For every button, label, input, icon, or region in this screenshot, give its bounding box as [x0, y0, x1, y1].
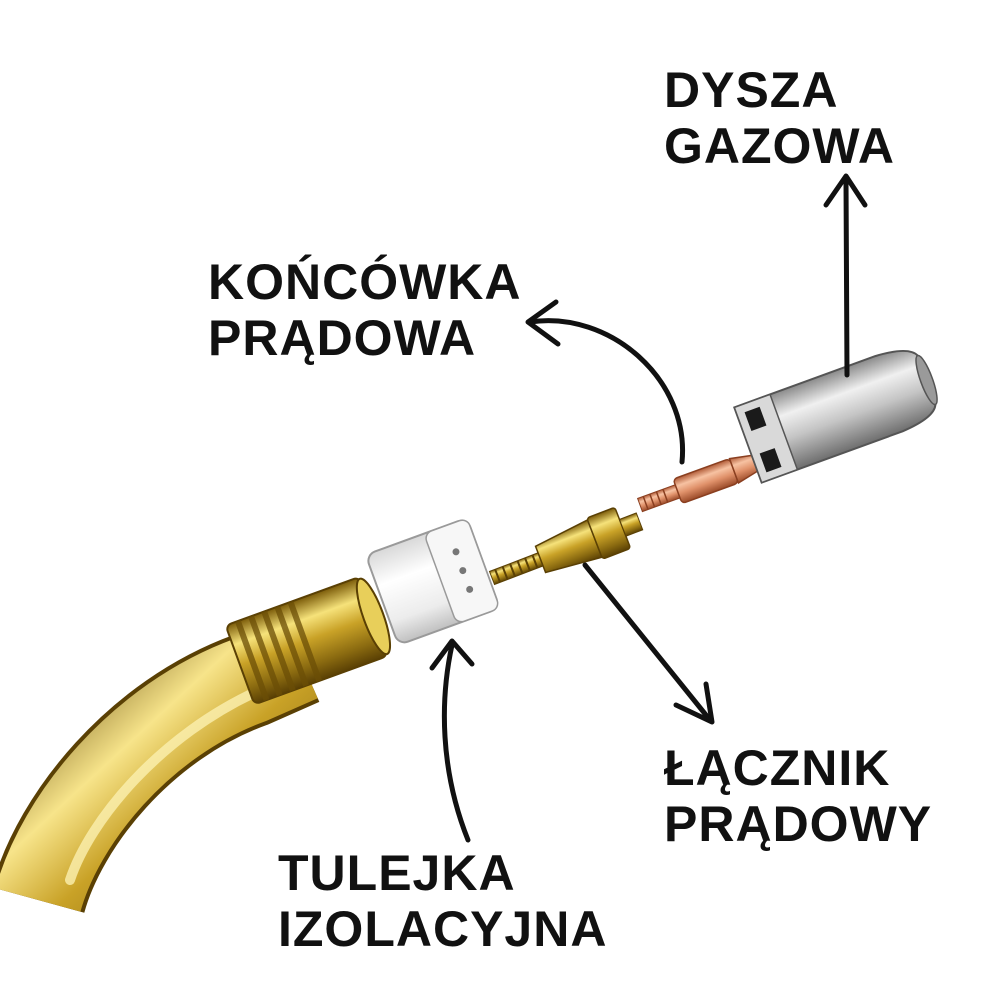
label-contact-tip: KOŃCÓWKA PRĄDOWA	[208, 254, 522, 366]
neck-threaded-body	[226, 577, 392, 704]
label-insulator-line2: IZOLACYJNA	[278, 901, 608, 957]
gas-nozzle	[733, 349, 938, 484]
insulating-sleeve	[367, 519, 499, 644]
contact-tip	[636, 454, 761, 513]
label-tip-holder-line2: PRĄDOWY	[664, 796, 933, 852]
label-gas-nozzle: DYSZA GAZOWA	[664, 62, 895, 174]
torch-neck	[0, 614, 320, 914]
label-insulator-line1: TULEJKA	[278, 845, 516, 901]
tip-holder	[488, 507, 644, 586]
label-tip-holder-line1: ŁĄCZNIK	[664, 740, 891, 796]
arrows	[429, 173, 868, 843]
label-gas-nozzle-line1: DYSZA	[664, 62, 839, 118]
label-contact-tip-line2: PRĄDOWA	[208, 310, 477, 366]
label-insulator: TULEJKA IZOLACYJNA	[278, 845, 607, 957]
arrow-contact-tip	[525, 299, 686, 465]
arrow-tip-holder	[582, 562, 715, 725]
label-gas-nozzle-line2: GAZOWA	[664, 118, 895, 174]
arrow-insulator	[429, 638, 475, 843]
label-tip-holder: ŁĄCZNIK PRĄDOWY	[664, 740, 932, 852]
arrow-gas-nozzle	[823, 173, 868, 378]
label-contact-tip-line1: KOŃCÓWKA	[208, 254, 522, 310]
